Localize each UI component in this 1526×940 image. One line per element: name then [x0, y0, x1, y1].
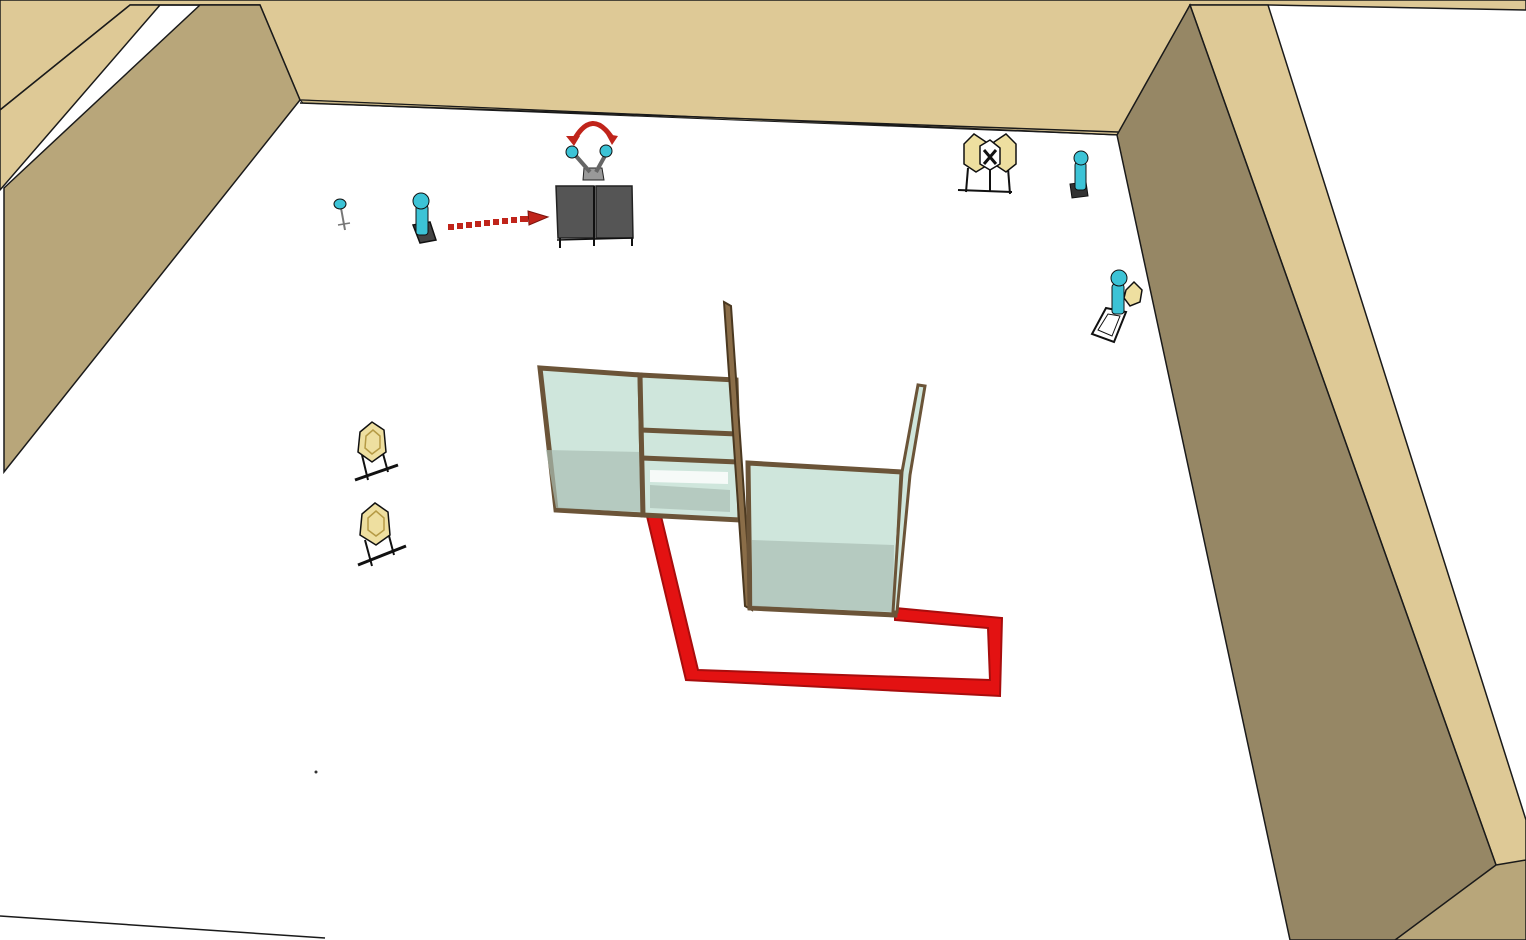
wall-panel-left [540, 368, 643, 515]
floor-marker-dot [315, 771, 318, 774]
wall-panel-front [748, 463, 902, 615]
wall-panel-port [640, 375, 740, 520]
